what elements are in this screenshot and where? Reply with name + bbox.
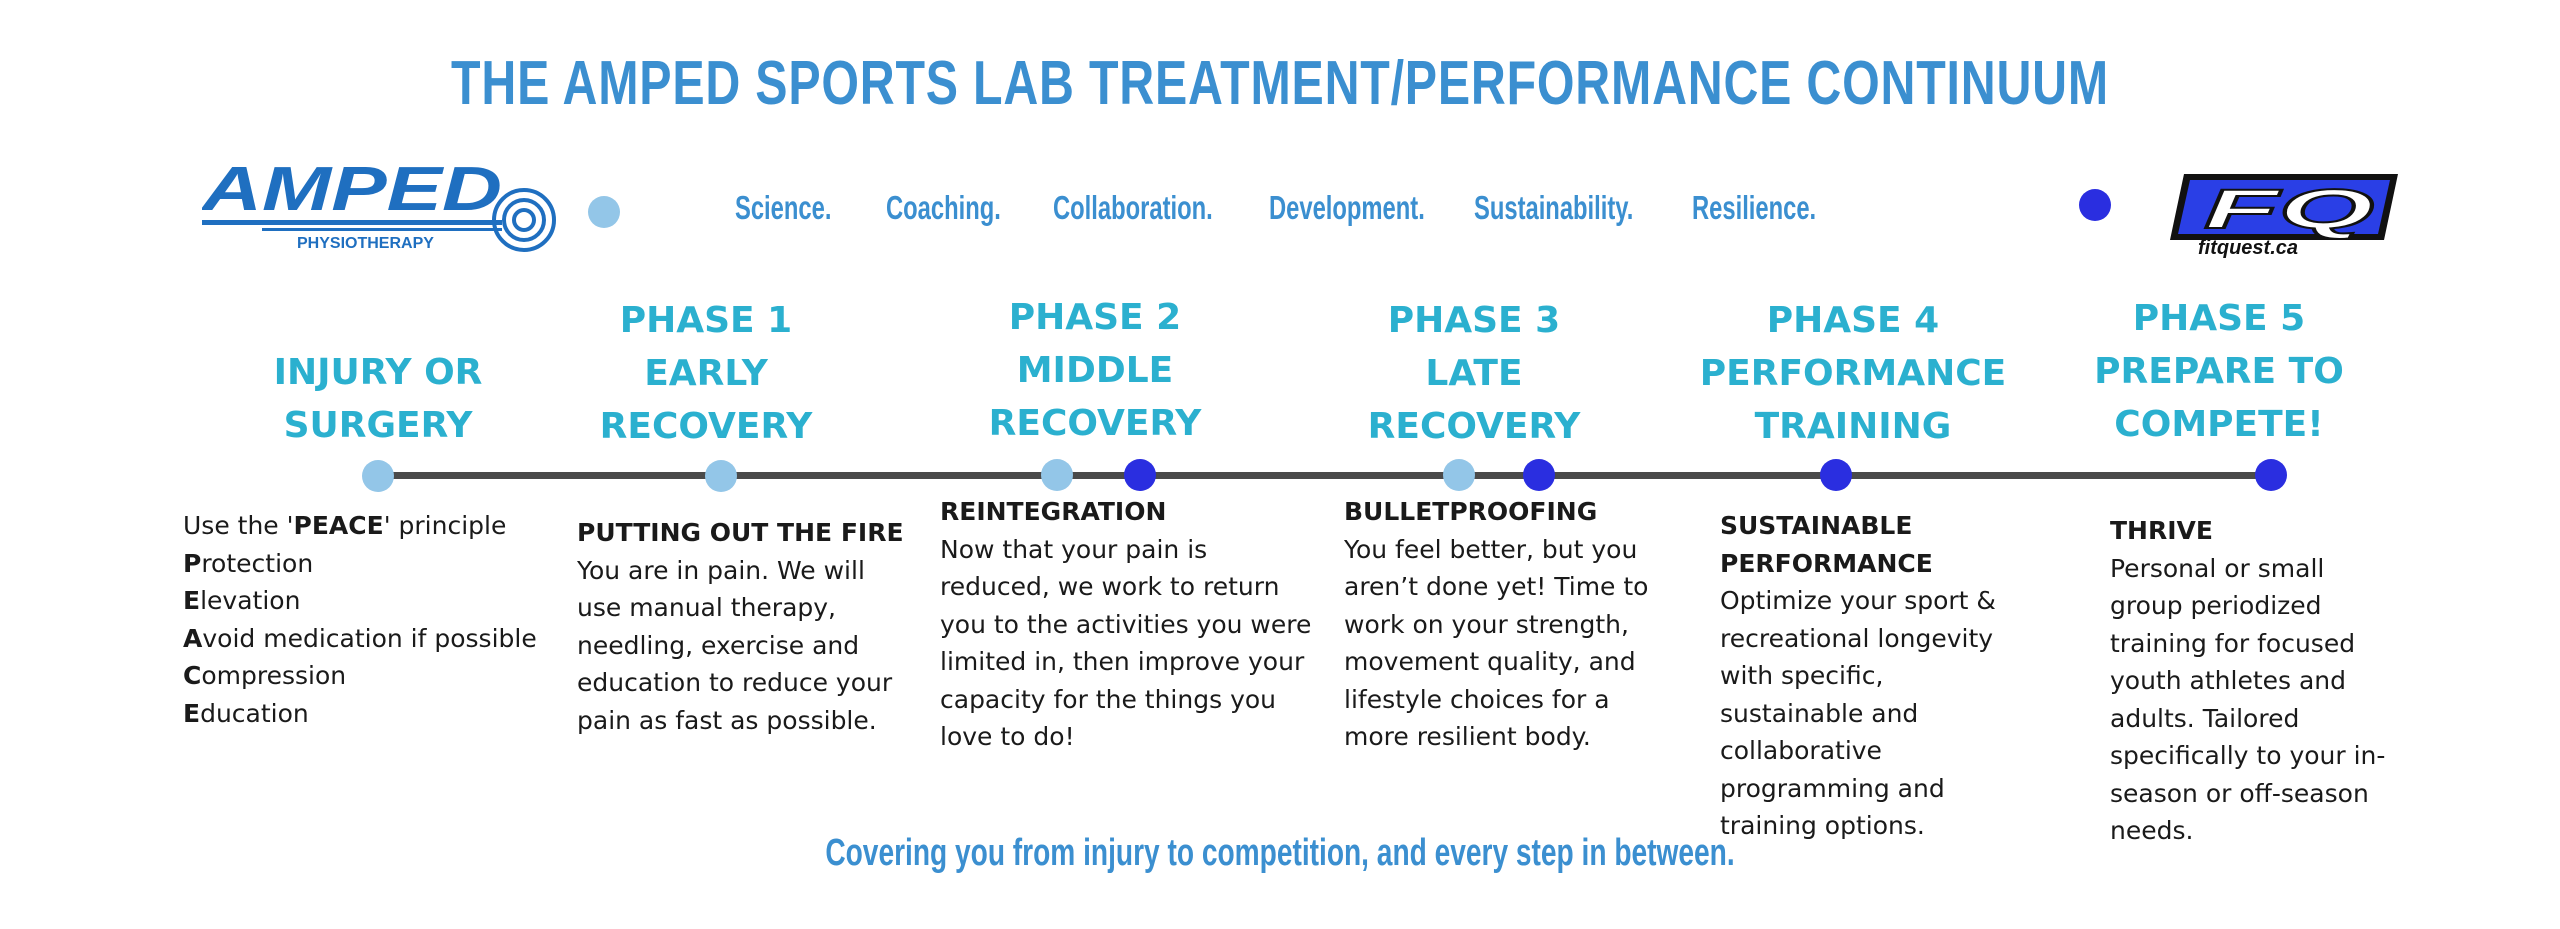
peace-item: Education bbox=[183, 698, 309, 728]
timeline-dot-phase2-end bbox=[1124, 459, 1156, 491]
amped-logo: AMPED PHYSIOTHERAPY bbox=[199, 155, 562, 258]
desc-phase-4: SUSTAINABLE PERFORMANCE Optimize your sp… bbox=[1720, 507, 2060, 845]
amped-wordmark: AMPED bbox=[202, 158, 502, 224]
timeline-dot-phase4 bbox=[1820, 459, 1852, 491]
desc-phase-1: PUTTING OUT THE FIRE You are in pain. We… bbox=[577, 514, 937, 739]
fitquest-logo-graphic: FQ fitquest.ca bbox=[2170, 174, 2398, 259]
footer-tagline: Covering you from injury to competition,… bbox=[825, 832, 1735, 874]
desc-phase-3: BULLETPROOFING You feel better, but you … bbox=[1344, 493, 1704, 756]
value-collaboration: Collaboration. bbox=[1053, 189, 1213, 226]
desc-phase-3-heading: BULLETPROOFING bbox=[1344, 497, 1598, 526]
timeline-dot-phase3-start bbox=[1443, 459, 1475, 491]
value-resilience: Resilience. bbox=[1692, 189, 1817, 226]
values-dot-left bbox=[588, 196, 620, 228]
amped-logo-graphic: AMPED PHYSIOTHERAPY bbox=[199, 155, 556, 252]
desc-phase-1-heading: PUTTING OUT THE FIRE bbox=[577, 518, 904, 547]
desc-phase-5: THRIVE Personal or small group periodize… bbox=[2110, 512, 2430, 850]
desc-injury: Use the 'PEACE' principle Protection Ele… bbox=[183, 507, 563, 732]
value-science: Science. bbox=[735, 189, 832, 226]
phase-injury-heading: INJURY OR SURGERY bbox=[273, 352, 483, 446]
fq-wordmark: FQ bbox=[2204, 177, 2374, 240]
fitquest-logo: FQ fitquest.ca bbox=[2162, 168, 2402, 259]
phase-2-heading: PHASE 2 MIDDLE RECOVERY bbox=[988, 297, 1202, 444]
phase-5-heading: PHASE 5 PREPARE TO COMPETE! bbox=[2094, 298, 2344, 445]
value-coaching: Coaching. bbox=[886, 189, 1001, 226]
timeline-dot-injury bbox=[362, 460, 394, 492]
peace-item: Elevation bbox=[183, 586, 301, 615]
peace-item: Compression bbox=[183, 661, 347, 690]
timeline-dot-phase3-end bbox=[1523, 459, 1555, 491]
desc-phase-4-heading: SUSTAINABLE bbox=[1720, 511, 1913, 540]
timeline-dot-phase1 bbox=[705, 460, 737, 492]
fq-subtitle: fitquest.ca bbox=[2198, 237, 2298, 258]
desc-phase-5-heading: THRIVE bbox=[2110, 516, 2213, 545]
values-dot-right bbox=[2079, 189, 2111, 221]
timeline-dot-phase2-start bbox=[1041, 459, 1073, 491]
phase-1-heading: PHASE 1 EARLY RECOVERY bbox=[599, 300, 813, 447]
peace-item: Avoid medication if possible bbox=[183, 623, 537, 653]
desc-phase-2-heading: REINTEGRATION bbox=[940, 497, 1167, 526]
peace-item: Protection bbox=[183, 548, 314, 578]
amped-subtitle: PHYSIOTHERAPY bbox=[297, 235, 434, 252]
value-sustainability: Sustainability. bbox=[1474, 189, 1634, 226]
timeline-line bbox=[378, 472, 2272, 479]
phase-3-heading: PHASE 3 LATE RECOVERY bbox=[1367, 300, 1581, 447]
timeline-dot-phase5 bbox=[2255, 459, 2287, 491]
peace-intro: Use the 'PEACE' principle bbox=[183, 511, 507, 540]
page-title: THE AMPED SPORTS LAB TREATMENT/PERFORMAN… bbox=[451, 49, 2109, 118]
phase-4-heading: PHASE 4 PERFORMANCE TRAINING bbox=[1699, 300, 2007, 447]
desc-phase-2: REINTEGRATION Now that your pain is redu… bbox=[940, 493, 1340, 756]
value-development: Development. bbox=[1269, 189, 1425, 226]
